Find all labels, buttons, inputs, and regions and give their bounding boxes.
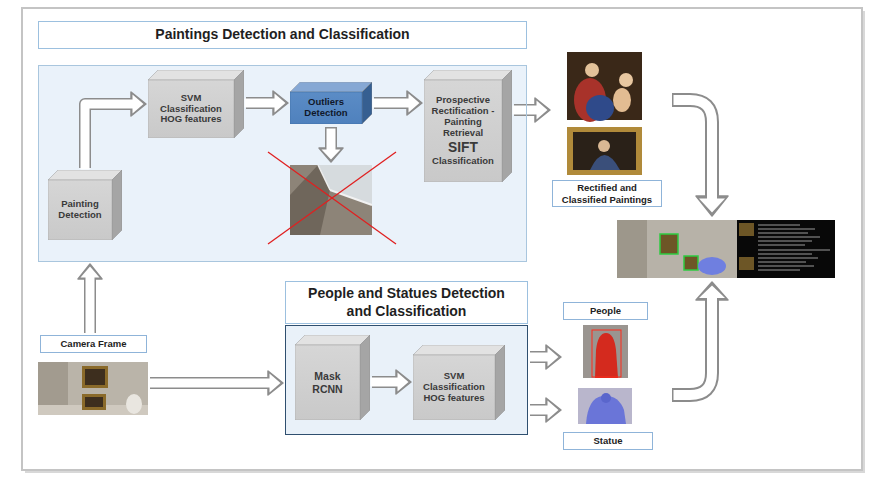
image-group: Camera Frame	[38, 335, 148, 415]
process-cube: Painting Detection	[48, 170, 122, 240]
process-label: SIFT	[448, 140, 478, 156]
panel-title: Paintings Detection and Classification	[155, 26, 409, 44]
outlier-image	[268, 152, 396, 244]
output-image	[617, 220, 835, 278]
process-cube: Outliers Detection	[290, 82, 372, 124]
process-label: Outliers Detection	[293, 97, 359, 119]
hollow-arrow	[529, 398, 562, 422]
panel-fill	[38, 65, 527, 262]
process-cube: SVM Classification HOG features	[413, 345, 505, 420]
cube-label: Mask RCNN	[295, 345, 360, 420]
label-box: Rectified and Classified Paintings	[552, 180, 662, 207]
image-group: Rectified and Classified Paintings	[552, 52, 662, 207]
image-label: Statue	[593, 435, 622, 446]
hollow-arrow	[371, 370, 412, 394]
process-label: SVM Classification HOG features	[151, 93, 231, 126]
image-group: People	[563, 302, 648, 378]
panel-heading: Paintings Detection and Classification	[38, 21, 527, 49]
painting-image	[567, 127, 642, 175]
hollow-arrow	[513, 98, 551, 122]
region-panel: People and Statues Detection and Classif…	[285, 325, 528, 435]
image-label: Camera Frame	[60, 338, 126, 349]
hollow-arrow	[529, 345, 562, 369]
process-label: Mask RCNN	[298, 370, 357, 394]
label-box: People	[563, 302, 648, 320]
hollow-arrow	[149, 371, 284, 395]
cube-label: Prospective Rectification - Painting Ret…	[424, 80, 502, 182]
hollow-arrow	[672, 282, 728, 395]
people-image	[583, 325, 628, 378]
camera-image	[38, 362, 148, 415]
hollow-arrow	[672, 100, 728, 216]
process-cube: Mask RCNN	[295, 335, 370, 420]
painting-image	[567, 52, 642, 122]
label-box: Statue	[563, 432, 653, 450]
process-cube: SVM Classification HOG features	[148, 70, 244, 138]
image-label: Rectified and Classified Paintings	[557, 182, 657, 205]
process-label: SVM Classification HOG features	[416, 371, 492, 404]
statue-image	[578, 388, 632, 424]
hollow-arrow	[245, 91, 289, 115]
hollow-arrow	[78, 264, 102, 335]
process-cube: Prospective Rectification - Painting Ret…	[424, 70, 512, 182]
hollow-arrow	[85, 92, 146, 170]
hollow-arrow	[373, 91, 423, 115]
cube-label: SVM Classification HOG features	[413, 355, 495, 420]
label-box: Camera Frame	[40, 335, 147, 353]
process-label: Prospective Rectification - Painting Ret…	[427, 95, 499, 139]
outer-frame	[22, 8, 862, 470]
panel-fill	[285, 325, 528, 435]
image-group: Statue	[563, 388, 653, 450]
cube-label: Painting Detection	[48, 180, 112, 240]
process-label: Painting Detection	[51, 199, 109, 221]
hollow-arrow	[319, 127, 343, 162]
cube-label: SVM Classification HOG features	[148, 80, 234, 138]
process-label: Classification	[432, 156, 494, 167]
panel-heading: People and Statues Detection and Classif…	[285, 281, 528, 324]
panel-title: People and Statues Detection and Classif…	[296, 285, 517, 320]
region-panel: Paintings Detection and ClassificationPa…	[38, 65, 527, 262]
image-label: People	[590, 305, 621, 316]
cube-label: Outliers Detection	[290, 92, 362, 124]
